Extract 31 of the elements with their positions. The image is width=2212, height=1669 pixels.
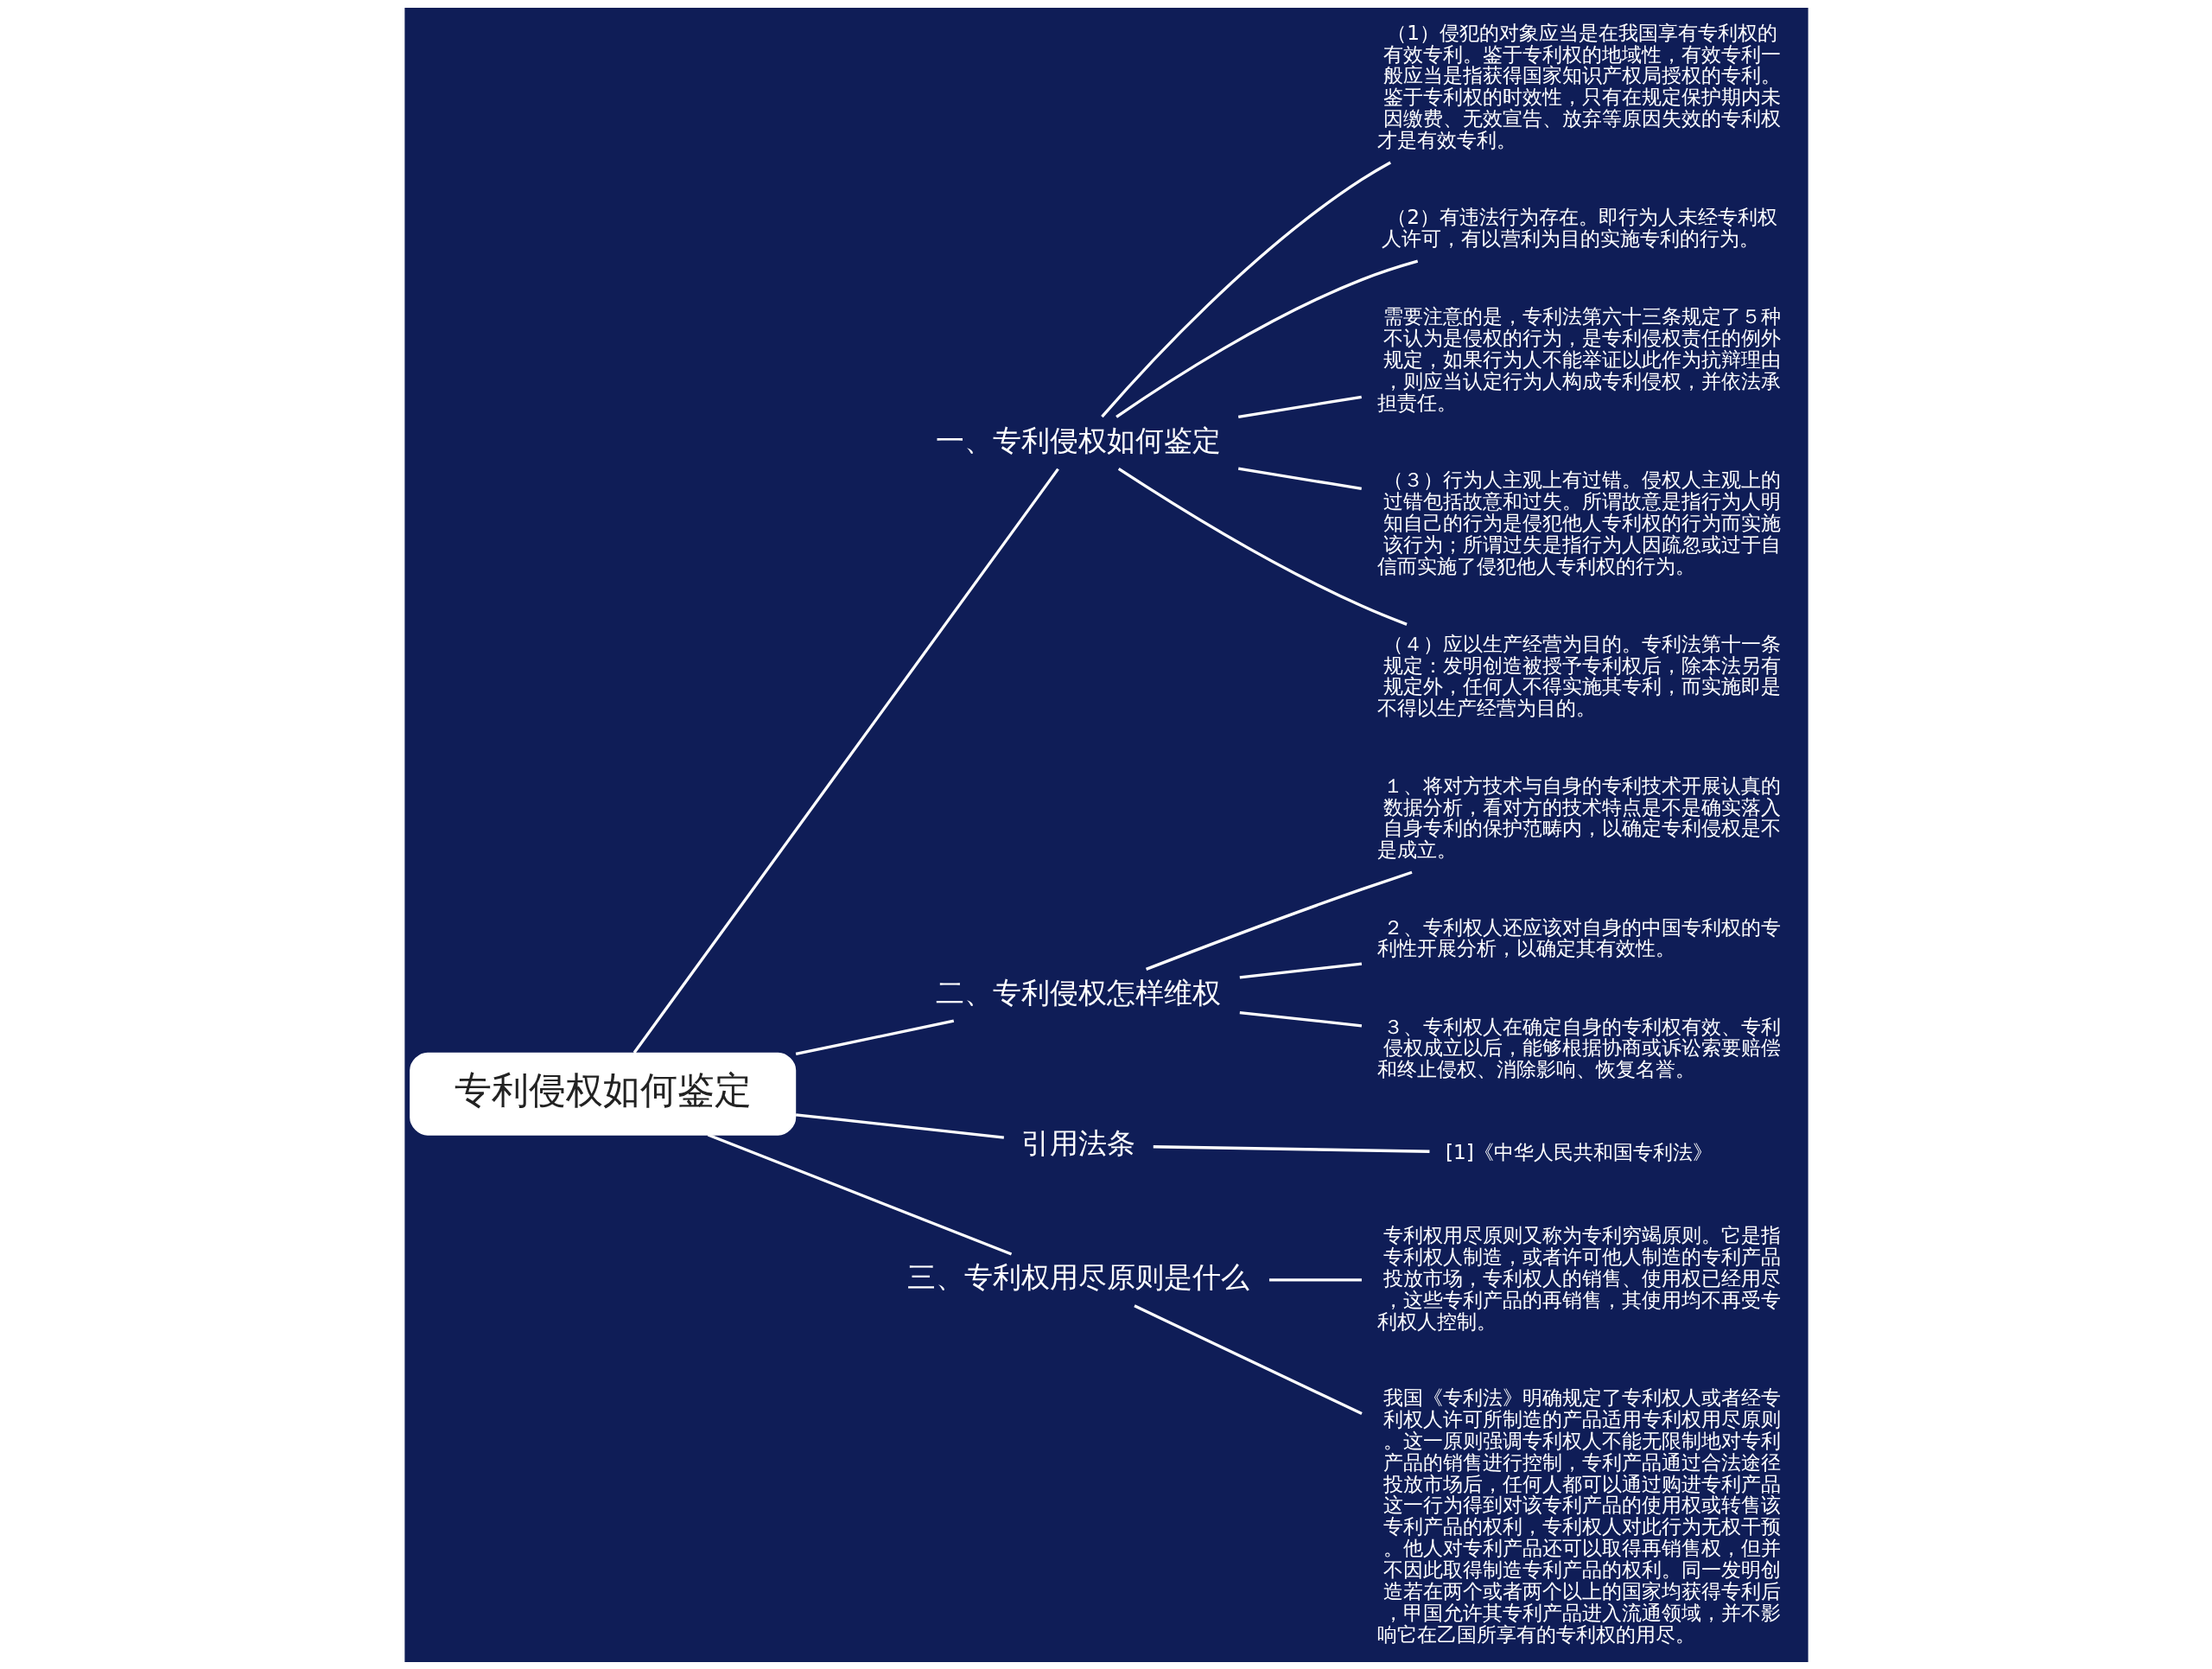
connector <box>1237 467 1362 490</box>
connector <box>1145 870 1413 971</box>
node-box: 专利侵权如何鉴定 <box>409 1052 796 1136</box>
connector <box>795 1112 1004 1139</box>
connector <box>1133 1303 1363 1415</box>
connector <box>1115 259 1418 418</box>
connector <box>1153 1144 1429 1153</box>
connector <box>1100 161 1391 417</box>
node-text: 二、专利侵权怎样维权 <box>935 975 1221 1010</box>
connector <box>632 468 1059 1054</box>
connector <box>1239 1010 1362 1027</box>
node-text: （1）侵犯的对象应当是在我国享有专利权的有效专利。鉴于专利权的地域性，有效专利一般应当是指获得国家知识产权局授权的专利。鉴于专利权的时效性，只有在规定保护期内未因缴费、无效宣告、放弃等原因失效的专利权才是有效专利。 <box>1376 20 1781 151</box>
connector <box>795 1019 954 1055</box>
node-text: （４）应以生产经营为目的。专利法第十一条规定：发明创造被授予专利权后，除本法另有规定外，任何人不得实施其专利，而实施即是不得以生产经营为目的。 <box>1376 631 1781 719</box>
node-text: [1]《中华人民共和国专利法》 <box>1445 1139 1713 1163</box>
node-text: 我国《专利法》明确规定了专利权人或者经专利权人许可所制造的产品适用专利权用尽原则。这一原则强调专利权人不能无限制地对专利产品的销售进行控制，专利产品通过合法途径投放市场后，任何人都可以通过购进专利产品这一行为得到对该专利产品的使用权或转售该专利产品的权利，专利权人对此行为无权干预。他人对专利产品还可以取得再销售权，但并不因此取得制造专利产品的权利。同一发明创造若在两个或者两个以上的国家均获得专利后，甲国允许其专利产品进入流通领域，并不影响它在乙国所享有的专利权的用尽。 <box>1376 1385 1781 1645</box>
node-text: 三、专利权用尽原则是什么 <box>906 1259 1249 1294</box>
connector <box>1237 395 1362 418</box>
node-text: 引用法条 <box>1020 1125 1135 1160</box>
connector <box>707 1132 1012 1256</box>
node-text: （2）有违法行为存在。即行为人未经专利权人许可，有以营利为目的实施专利的行为。 <box>1381 204 1777 250</box>
node-text: ３、专利权人在确定自身的专利权有效、专利侵权成立以后，能够根据协商或诉讼索要赔偿和终止侵权、消除影响、恢复名誉。 <box>1376 1014 1781 1080</box>
node-text: 需要注意的是，专利法第六十三条规定了５种不认为是侵权的行为，是专利侵权责任的例外规定，如果行为人不能举证以此作为抗辩理由，则应当认定行为人构成专利侵权，并依法承担责任。 <box>1376 303 1781 414</box>
node-text: ２、专利权人还应该对自身的中国专利权的专利性开展分析，以确定其有效性。 <box>1376 914 1781 959</box>
connector <box>1268 1277 1362 1282</box>
node-text: 专利权用尽原则又称为专利穷竭原则。它是指专利权人制造，或者许可他人制造的专利产品投放市场，专利权人的销售、使用权已经用尽，这些专利产品的再销售，其使用均不再受专利权人控制。 <box>1376 1222 1781 1333</box>
node-text: （３）行为人主观上有过错。侵权人主观上的过错包括故意和过失。所谓故意是指行为人明知自己的行为是侵犯他人专利权的行为而实施该行为；所谓过失是指行为人因疏忽或过于自信而实施了侵犯他人专利权的行为。 <box>1376 467 1781 577</box>
node-text: 一、专利侵权如何鉴定 <box>935 423 1221 457</box>
node-text: １、将对方技术与自身的专利技术开展认真的数据分析，看对方的技术特点是不是确实落入自身专利的保护范畴内，以确定专利侵权是不是成立。 <box>1376 773 1781 861</box>
connector <box>1239 961 1362 978</box>
connector <box>1117 467 1408 626</box>
